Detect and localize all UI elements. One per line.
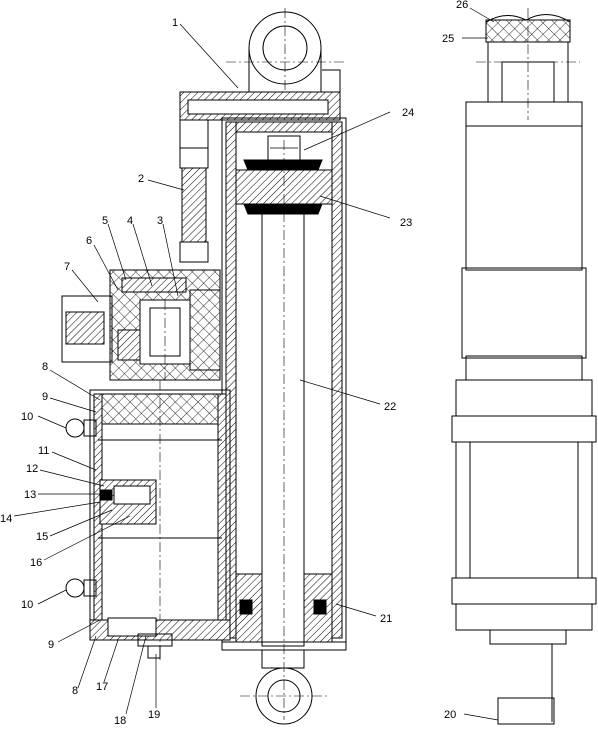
callout-3: 3 (157, 215, 163, 227)
callout-25: 25 (442, 33, 454, 45)
callout-2: 2 (138, 173, 144, 185)
reservoir-hose (179, 120, 209, 263)
reservoir-end-cap (89, 617, 231, 659)
callout-22: 22 (384, 401, 396, 413)
reservoir-canister (89, 380, 231, 660)
callout-4: 4 (127, 215, 133, 227)
exterior-leader-lines (462, 7, 499, 721)
body-top (465, 101, 583, 127)
callout-6: 6 (86, 235, 92, 247)
top-clevis (476, 8, 580, 120)
callout-10b: 10 (21, 599, 33, 611)
callout-labels: 1 2 3 4 5 6 7 8 9 10 11 12 13 14 15 16 1… (0, 0, 468, 727)
callout-26: 26 (456, 0, 468, 11)
callout-20: 20 (444, 709, 456, 721)
callout-18: 18 (114, 715, 126, 727)
callout-14: 14 (0, 513, 12, 525)
callout-7: 7 (64, 261, 70, 273)
callout-5: 5 (102, 215, 108, 227)
callout-16: 16 (30, 557, 42, 569)
canister-clamp-top (65, 418, 97, 438)
spring-band-bottom (451, 577, 597, 605)
body-upper (465, 125, 583, 271)
callout-11: 11 (38, 445, 49, 457)
callout-9: 9 (42, 391, 48, 403)
exterior-shock-view (451, 7, 597, 725)
callout-23: 23 (400, 217, 412, 229)
spring-band-top (451, 415, 597, 443)
callout-1: 1 (172, 17, 178, 29)
sectioned-shock-view (13, 8, 391, 725)
callout-13: 13 (24, 489, 36, 501)
callout-24: 24 (402, 107, 414, 119)
callout-17: 17 (96, 681, 108, 693)
callout-21: 21 (380, 613, 392, 625)
callout-15: 15 (36, 531, 48, 543)
callout-12: 12 (26, 463, 38, 475)
bottom-eye-mount (240, 649, 328, 725)
callout-19: 19 (148, 709, 160, 721)
callout-9b: 9 (48, 639, 54, 651)
body-collar (461, 267, 587, 359)
callout-10: 10 (21, 411, 33, 423)
canister-clamp-bottom (65, 578, 97, 598)
callout-8: 8 (42, 361, 48, 373)
bottom-mount (497, 697, 555, 725)
callout-8b: 8 (72, 685, 78, 697)
piston-shaft (261, 140, 305, 720)
adjuster-block (61, 269, 221, 381)
leader-lines (13, 23, 391, 715)
